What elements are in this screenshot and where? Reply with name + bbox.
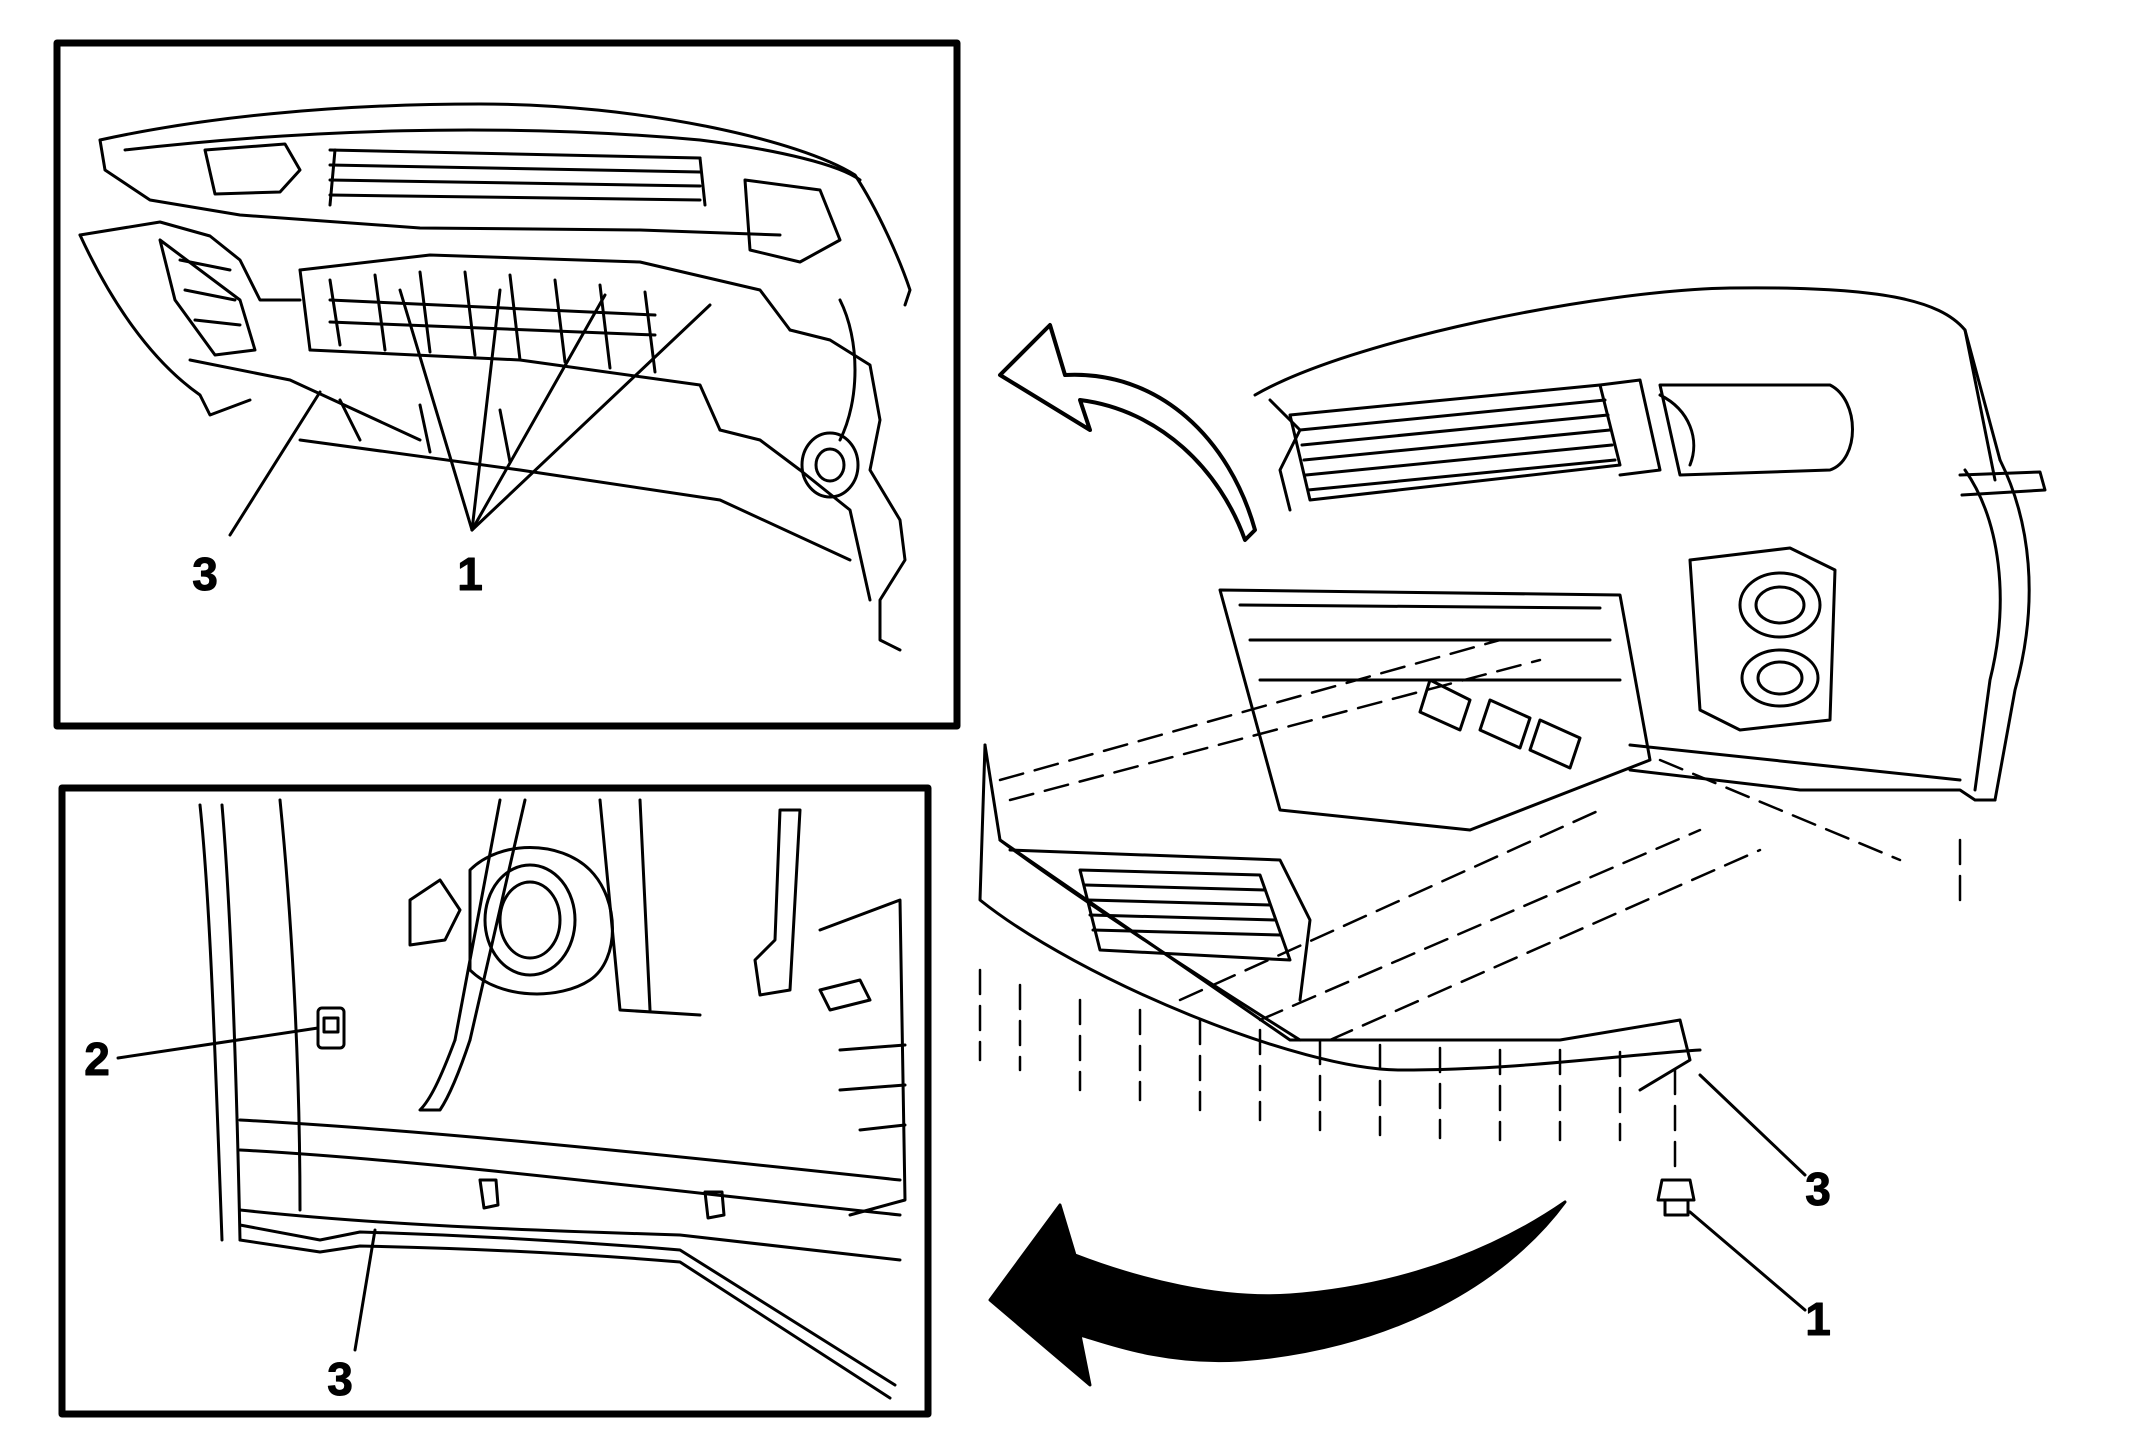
top-left-inset: 3 1: [53, 39, 961, 730]
push-pin-icon: [316, 1006, 346, 1050]
leader-lines: [1688, 1073, 1807, 1312]
bolt-icon: [1656, 1178, 1696, 1217]
curved-arrow-icon: [988, 1200, 1567, 1387]
callout-label: 1: [457, 548, 483, 600]
callout-label: 2: [84, 1033, 110, 1085]
bottom-left-inset: 2 3: [58, 784, 932, 1418]
leader-lines: [228, 288, 712, 537]
front-fascia-drawing: [978, 286, 2047, 1217]
bumper-fascia-drawing: [78, 102, 912, 652]
leader-lines: [116, 1026, 377, 1352]
main-view: 3 1: [978, 286, 2047, 1387]
callout-label: 3: [327, 1353, 353, 1405]
inset-frame: [58, 784, 932, 1418]
callout-label: 1: [1805, 1293, 1831, 1345]
curved-arrow-icon: [998, 323, 1257, 542]
callout-label: 3: [1805, 1163, 1831, 1215]
inset-frame: [53, 39, 961, 730]
fog-lamp-and-deflector-drawing: [198, 798, 907, 1400]
callout-label: 3: [192, 548, 218, 600]
